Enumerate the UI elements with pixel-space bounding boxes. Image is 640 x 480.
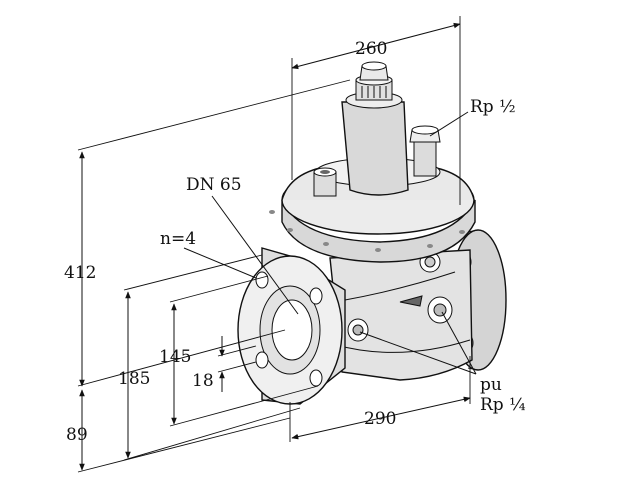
dim-label-145: 145 xyxy=(159,347,191,367)
lower-body xyxy=(329,249,473,381)
dim-label-185: 185 xyxy=(118,369,150,389)
dim-label-290: 290 xyxy=(364,409,396,429)
label-n-holes: n=4 xyxy=(160,229,196,249)
valve-body xyxy=(237,61,507,405)
dim-label-18: 18 xyxy=(192,371,214,391)
label-rp-quarter: Rp ¼ xyxy=(480,395,526,415)
label-rp-half: Rp ½ xyxy=(470,97,516,117)
dimension-lines xyxy=(77,16,477,473)
label-dn: DN 65 xyxy=(186,175,242,195)
rp-half-fitting xyxy=(409,125,441,177)
left-flange xyxy=(237,247,346,405)
dim-label-89: 89 xyxy=(66,425,88,445)
dim-label-260: 260 xyxy=(355,39,387,59)
dim-label-412: 412 xyxy=(64,263,96,283)
label-pu: pu xyxy=(480,375,502,395)
spring-tower xyxy=(341,61,409,196)
